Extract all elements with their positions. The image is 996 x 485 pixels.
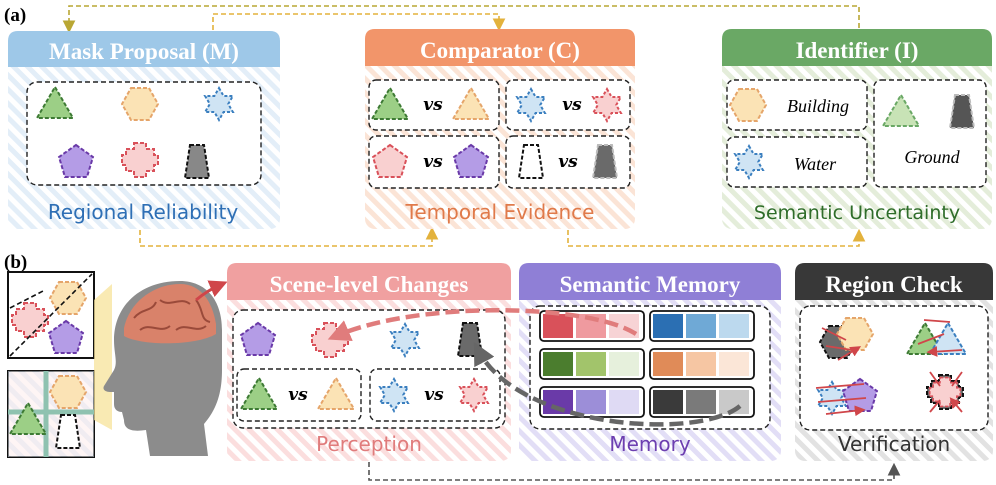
palette-swatch: [576, 352, 606, 376]
palette-swatch: [719, 352, 749, 376]
vs-label: vs: [423, 152, 443, 172]
head-brain-icon: [94, 281, 222, 456]
verification-title: Region Check: [825, 272, 963, 297]
palette-swatch: [609, 352, 639, 376]
head-to-perception-arrow: [195, 280, 228, 302]
ground-label: Ground: [904, 147, 960, 167]
palette-swatch: [686, 390, 716, 414]
memory-palettes: [539, 310, 755, 418]
memory-title: Semantic Memory: [560, 272, 741, 297]
verification-panel: Region Check Verification: [795, 263, 993, 461]
identifier-title: Identifier (I): [796, 38, 919, 63]
vs-label: vs: [558, 152, 578, 172]
vs-label: vs: [423, 95, 443, 115]
perception-to-verification-arrow: [368, 462, 901, 481]
comparator-panel: Comparator (C) vs vs vs vs Temporal Evid…: [365, 29, 635, 229]
mask-proposal-caption: Regional Reliability: [48, 200, 239, 224]
memory-panel: Semantic Memory Memory: [519, 263, 781, 461]
palette-swatch: [543, 314, 573, 338]
palette-swatch: [653, 352, 683, 376]
trapezoid-icon: [184, 144, 210, 179]
palette-swatch: [543, 352, 573, 376]
palette-swatch: [576, 390, 606, 414]
palette-swatch: [686, 352, 716, 376]
memory-to-perception-arrow: [327, 308, 638, 342]
water-label: Water: [794, 154, 837, 174]
panel-a-label: (a): [4, 5, 26, 26]
building-label: Building: [787, 96, 849, 116]
mask-proposal-title: Mask Proposal (M): [49, 39, 239, 64]
trapezoid-icon: [949, 94, 975, 129]
palette-swatch: [653, 390, 683, 414]
palette-swatch: [609, 390, 639, 414]
identifier-caption: Semantic Uncertainty: [754, 202, 960, 224]
trapezoid-icon: [592, 144, 618, 179]
identifier-panel: Identifier (I) Building Water Ground Sem…: [722, 29, 992, 229]
comparator-caption: Temporal Evidence: [405, 200, 595, 224]
panel-b-label: (b): [4, 252, 27, 273]
trapezoid-icon: [518, 144, 544, 179]
vs-label: vs: [562, 95, 582, 115]
input-image-tiles: [7, 271, 95, 458]
comparator-title: Comparator (C): [420, 38, 580, 63]
mask-proposal-panel: Mask Proposal (M) Regional Reliability: [8, 31, 280, 229]
verification-caption: Verification: [838, 432, 950, 456]
perception-caption: Perception: [316, 432, 422, 456]
memory-to-region-arrow: [473, 342, 742, 427]
perception-panel: Scene-level Changes vs vs Perception: [227, 263, 511, 461]
vs-label: vs: [288, 385, 308, 405]
memory-caption: Memory: [609, 432, 691, 456]
vs-label: vs: [424, 385, 444, 405]
perception-title: Scene-level Changes: [270, 272, 469, 297]
palette-swatch: [653, 314, 683, 338]
palette-swatch: [686, 314, 716, 338]
panel-a-arrows: [62, 5, 866, 247]
palette-swatch: [719, 314, 749, 338]
